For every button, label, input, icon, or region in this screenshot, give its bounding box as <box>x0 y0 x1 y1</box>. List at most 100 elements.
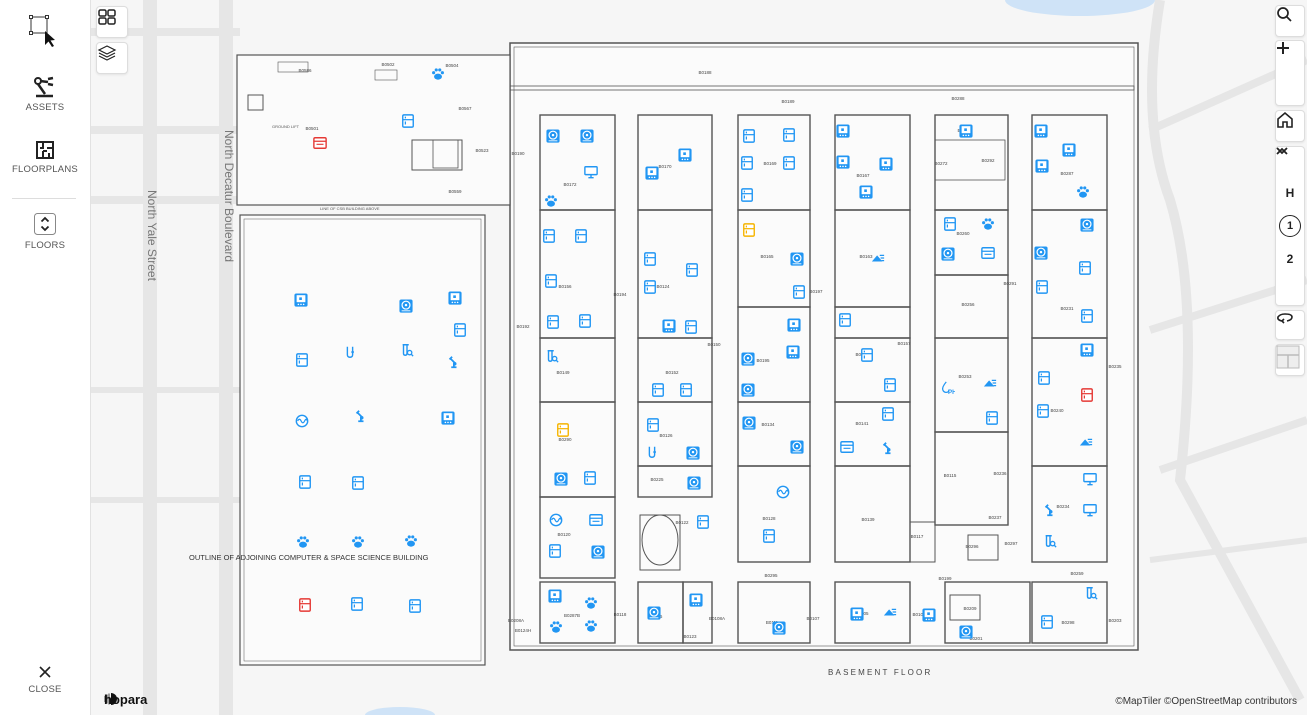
floors-button[interactable]: FLOORS <box>0 212 90 251</box>
freezer-icon[interactable] <box>574 229 588 243</box>
floor-option-1[interactable]: 1 <box>1275 212 1305 240</box>
assets-button[interactable]: ASSETS <box>0 76 90 113</box>
freezer-icon[interactable] <box>742 223 756 237</box>
close-button[interactable]: CLOSE <box>0 664 90 695</box>
biosafety-cabinet-icon[interactable] <box>850 607 864 621</box>
biosafety-cabinet-icon[interactable] <box>294 293 308 307</box>
freezer-icon[interactable] <box>838 313 852 327</box>
freezer-icon[interactable] <box>740 188 754 202</box>
freezer-icon[interactable] <box>860 348 874 362</box>
freezer-icon[interactable] <box>1036 404 1050 418</box>
biosafety-cabinet-icon[interactable] <box>922 608 936 622</box>
freezer-icon[interactable] <box>643 252 657 266</box>
freezer-icon[interactable] <box>883 378 897 392</box>
map-canvas[interactable]: PH B0586B0502B0504B0501B0567B0523B0559B0… <box>91 0 1307 715</box>
freezer-icon[interactable] <box>548 544 562 558</box>
select-area-tool[interactable] <box>0 14 90 52</box>
biosafety-cabinet-icon[interactable] <box>836 155 850 169</box>
incubator-icon[interactable] <box>742 416 756 430</box>
incubator-icon[interactable] <box>1080 218 1094 232</box>
incubator-icon[interactable] <box>591 545 605 559</box>
incubator-icon[interactable] <box>941 247 955 261</box>
incubator-icon[interactable] <box>959 625 973 639</box>
incubator-icon[interactable] <box>554 472 568 486</box>
freezer-icon[interactable] <box>350 597 364 611</box>
water-bath-icon[interactable] <box>295 414 309 428</box>
oven-icon[interactable] <box>313 137 327 149</box>
freezer-icon[interactable] <box>546 315 560 329</box>
biosafety-cabinet-icon[interactable] <box>786 345 800 359</box>
freezer-icon[interactable] <box>351 476 365 490</box>
biosafety-cabinet-icon[interactable] <box>879 157 893 171</box>
freezer-icon[interactable] <box>1040 615 1054 629</box>
freezer-icon[interactable] <box>578 314 592 328</box>
freezer-icon[interactable] <box>943 217 957 231</box>
freezer-icon[interactable] <box>401 114 415 128</box>
freezer-icon[interactable] <box>762 529 776 543</box>
biosafety-cabinet-icon[interactable] <box>448 291 462 305</box>
rotate-button[interactable] <box>1275 310 1305 340</box>
biosafety-cabinet-icon[interactable] <box>959 124 973 138</box>
freezer-icon[interactable] <box>583 471 597 485</box>
freezer-icon[interactable] <box>646 418 660 432</box>
incubator-icon[interactable] <box>790 252 804 266</box>
freezer-icon[interactable] <box>985 411 999 425</box>
biosafety-cabinet-icon[interactable] <box>787 318 801 332</box>
biosafety-cabinet-icon[interactable] <box>1034 124 1048 138</box>
biosafety-cabinet-icon[interactable] <box>836 124 850 138</box>
freezer-icon[interactable] <box>295 353 309 367</box>
water-bath-icon[interactable] <box>549 513 563 527</box>
freezer-icon[interactable] <box>742 129 756 143</box>
freezer-icon[interactable] <box>453 323 467 337</box>
floor-down-button[interactable] <box>1275 147 1305 302</box>
water-bath-icon[interactable] <box>776 485 790 499</box>
freezer-icon[interactable] <box>679 383 693 397</box>
floorplan-map[interactable]: PH B0586B0502B0504B0501B0567B0523B0559B0… <box>91 0 1307 715</box>
freezer-icon[interactable] <box>544 274 558 288</box>
search-button[interactable] <box>1275 5 1305 37</box>
home-button[interactable] <box>1275 110 1305 142</box>
layers-button[interactable] <box>96 42 128 74</box>
freezer-icon[interactable] <box>651 383 665 397</box>
incubator-icon[interactable] <box>546 129 560 143</box>
freezer-icon[interactable] <box>1080 388 1094 402</box>
oven-icon[interactable] <box>981 247 995 259</box>
biosafety-cabinet-icon[interactable] <box>859 185 873 199</box>
zoom-out-button[interactable] <box>1275 47 1305 105</box>
incubator-icon[interactable] <box>1034 246 1048 260</box>
freezer-icon[interactable] <box>881 407 895 421</box>
biosafety-cabinet-icon[interactable] <box>689 593 703 607</box>
oven-icon[interactable] <box>840 441 854 453</box>
freezer-icon[interactable] <box>685 263 699 277</box>
floorplan-thumbnail-button[interactable] <box>1275 344 1305 376</box>
incubator-icon[interactable] <box>741 352 755 366</box>
incubator-icon[interactable] <box>686 446 700 460</box>
freezer-icon[interactable] <box>408 599 422 613</box>
biosafety-cabinet-icon[interactable] <box>645 166 659 180</box>
freezer-icon[interactable] <box>1080 309 1094 323</box>
freezer-icon[interactable] <box>1037 371 1051 385</box>
biosafety-cabinet-icon[interactable] <box>1080 343 1094 357</box>
freezer-icon[interactable] <box>643 280 657 294</box>
freezer-icon[interactable] <box>298 598 312 612</box>
map-attribution[interactable]: ©MapTiler ©OpenStreetMap contributors <box>1115 696 1297 707</box>
biosafety-cabinet-icon[interactable] <box>662 319 676 333</box>
freezer-icon[interactable] <box>684 320 698 334</box>
freezer-icon[interactable] <box>740 156 754 170</box>
freezer-icon[interactable] <box>782 128 796 142</box>
floorplans-button[interactable]: FLOORPLANS <box>0 140 90 175</box>
freezer-icon[interactable] <box>542 229 556 243</box>
incubator-icon[interactable] <box>580 129 594 143</box>
freezer-icon[interactable] <box>696 515 710 529</box>
biosafety-cabinet-icon[interactable] <box>548 589 562 603</box>
incubator-icon[interactable] <box>790 440 804 454</box>
freezer-icon[interactable] <box>556 423 570 437</box>
biosafety-cabinet-icon[interactable] <box>441 411 455 425</box>
biosafety-cabinet-icon[interactable] <box>1035 159 1049 173</box>
incubator-icon[interactable] <box>772 621 786 635</box>
incubator-icon[interactable] <box>741 383 755 397</box>
floor-option-h[interactable]: H <box>1285 186 1295 201</box>
incubator-icon[interactable] <box>687 476 701 490</box>
incubator-icon[interactable] <box>399 299 413 313</box>
floor-up-button[interactable] <box>1275 147 1305 174</box>
